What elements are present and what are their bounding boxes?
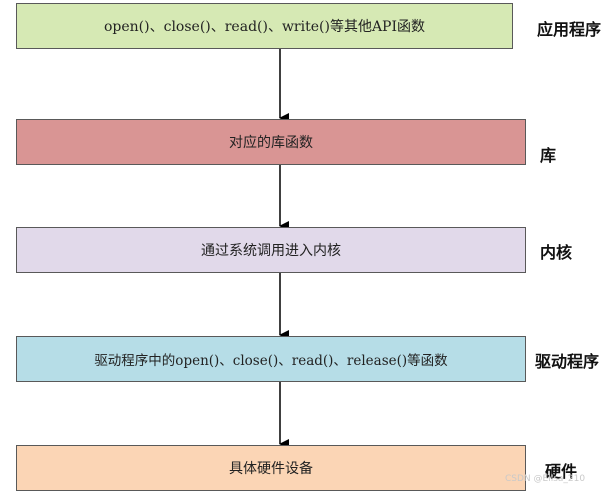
kernel-layer-text: 通过系统调用进入内核 — [201, 243, 341, 259]
library-layer-box: 对应的库函数 — [16, 119, 526, 165]
kernel-layer-label: 内核 — [540, 243, 573, 262]
app-layer-text: open()、close()、read()、write()等其他API函数 — [103, 19, 425, 35]
driver-layer-box: 驱动程序中的open()、close()、read()、release()等函数 — [16, 336, 526, 382]
hardware-layer-box: 具体硬件设备 — [16, 445, 526, 491]
driver-layer-text: 驱动程序中的open()、close()、read()、release()等函数 — [94, 353, 448, 369]
app-layer-box: open()、close()、read()、write()等其他API函数 — [16, 3, 513, 49]
library-layer-label: 库 — [540, 146, 557, 165]
library-layer-text: 对应的库函数 — [229, 135, 313, 151]
app-layer-label: 应用程序 — [537, 20, 602, 39]
driver-layer-label: 驱动程序 — [535, 352, 600, 371]
hardware-layer-label: 硬件 — [545, 462, 578, 481]
hardware-layer-text: 具体硬件设备 — [229, 461, 313, 477]
watermark: CSDN @Elisa_210 — [505, 474, 586, 484]
kernel-layer-box: 通过系统调用进入内核 — [16, 227, 526, 273]
